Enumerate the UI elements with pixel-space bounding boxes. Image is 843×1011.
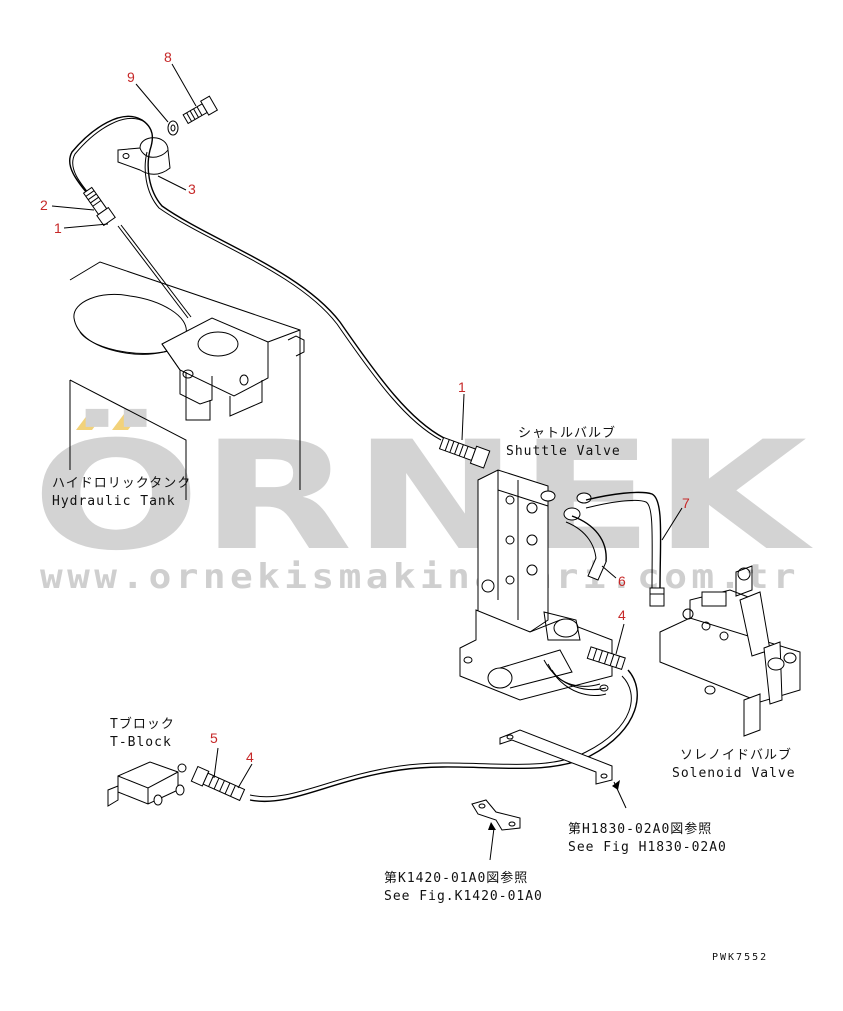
hose-6: [565, 515, 607, 581]
hydraulic-tank: ハイドロリックタンク Hydraulic Tank: [52, 261, 305, 509]
hydraulic-tank-label-en: Hydraulic Tank: [52, 494, 176, 509]
callout-1-top: 1: [54, 220, 62, 236]
callout-2: 2: [40, 197, 48, 213]
t-block-label-en: T-Block: [110, 735, 172, 750]
drawing-code: PWK7552: [712, 952, 768, 963]
clamp-part: [117, 137, 171, 175]
solenoid-valve: ソレノイドバルブ Solenoid Valve: [659, 565, 801, 781]
shuttle-valve: シャトルバルブ Shuttle Valve: [438, 425, 621, 701]
ref-h1830-label-jp: 第H1830-02A0図参照: [568, 821, 712, 837]
watermark-accent-left: [76, 414, 104, 430]
watermark-accent-right: [112, 414, 140, 430]
ref-k1420-label-jp: 第K1420-01A0図参照: [384, 870, 528, 886]
solenoid-valve-label-jp: ソレノイドバルブ: [680, 747, 792, 763]
watermark-url: www.ornekismakinalari.com.tr: [40, 557, 800, 597]
callout-4-tblock: 4: [246, 749, 254, 765]
washer-part: [167, 120, 179, 136]
solenoid-valve-label-en: Solenoid Valve: [672, 766, 796, 781]
callout-5: 5: [210, 730, 218, 746]
callouts: 8 9 3 2 1 1 7 6 4 5 4: [40, 49, 690, 789]
hydraulic-tank-label-jp: ハイドロリックタンク: [52, 476, 191, 491]
callout-4-shuttle: 4: [618, 607, 626, 623]
callout-6: 6: [618, 573, 626, 589]
t-block-label-jp: Tブロック: [110, 716, 175, 732]
callout-9: 9: [127, 69, 135, 85]
watermark-brand: ÖRNEK: [32, 408, 813, 584]
ref-h1830-label-en: See Fig H1830-02A0: [568, 840, 727, 855]
bracket-h1830: 第H1830-02A0図参照 See Fig H1830-02A0: [499, 729, 727, 855]
hose-4: [249, 646, 638, 803]
hose-fitting-bottom: [190, 765, 246, 802]
hose-fitting-top: [82, 186, 192, 319]
bolt-part: [182, 95, 219, 125]
clamp-assembly: [117, 95, 219, 175]
t-block: Tブロック T-Block: [107, 716, 187, 807]
callout-8: 8: [164, 49, 172, 65]
callout-3: 3: [188, 181, 196, 197]
watermark: ÖRNEK www.ornekismakinalari.com.tr: [32, 408, 813, 597]
bracket-k1420: 第K1420-01A0図参照 See Fig.K1420-01A0: [384, 799, 543, 904]
shuttle-valve-label-en: Shuttle Valve: [506, 444, 621, 459]
hose-7: [585, 491, 665, 607]
shuttle-valve-label-jp: シャトルバルブ: [518, 425, 616, 441]
ref-k1420-label-en: See Fig.K1420-01A0: [384, 889, 543, 904]
callout-7: 7: [682, 495, 690, 511]
callout-1-shuttle: 1: [458, 379, 466, 395]
